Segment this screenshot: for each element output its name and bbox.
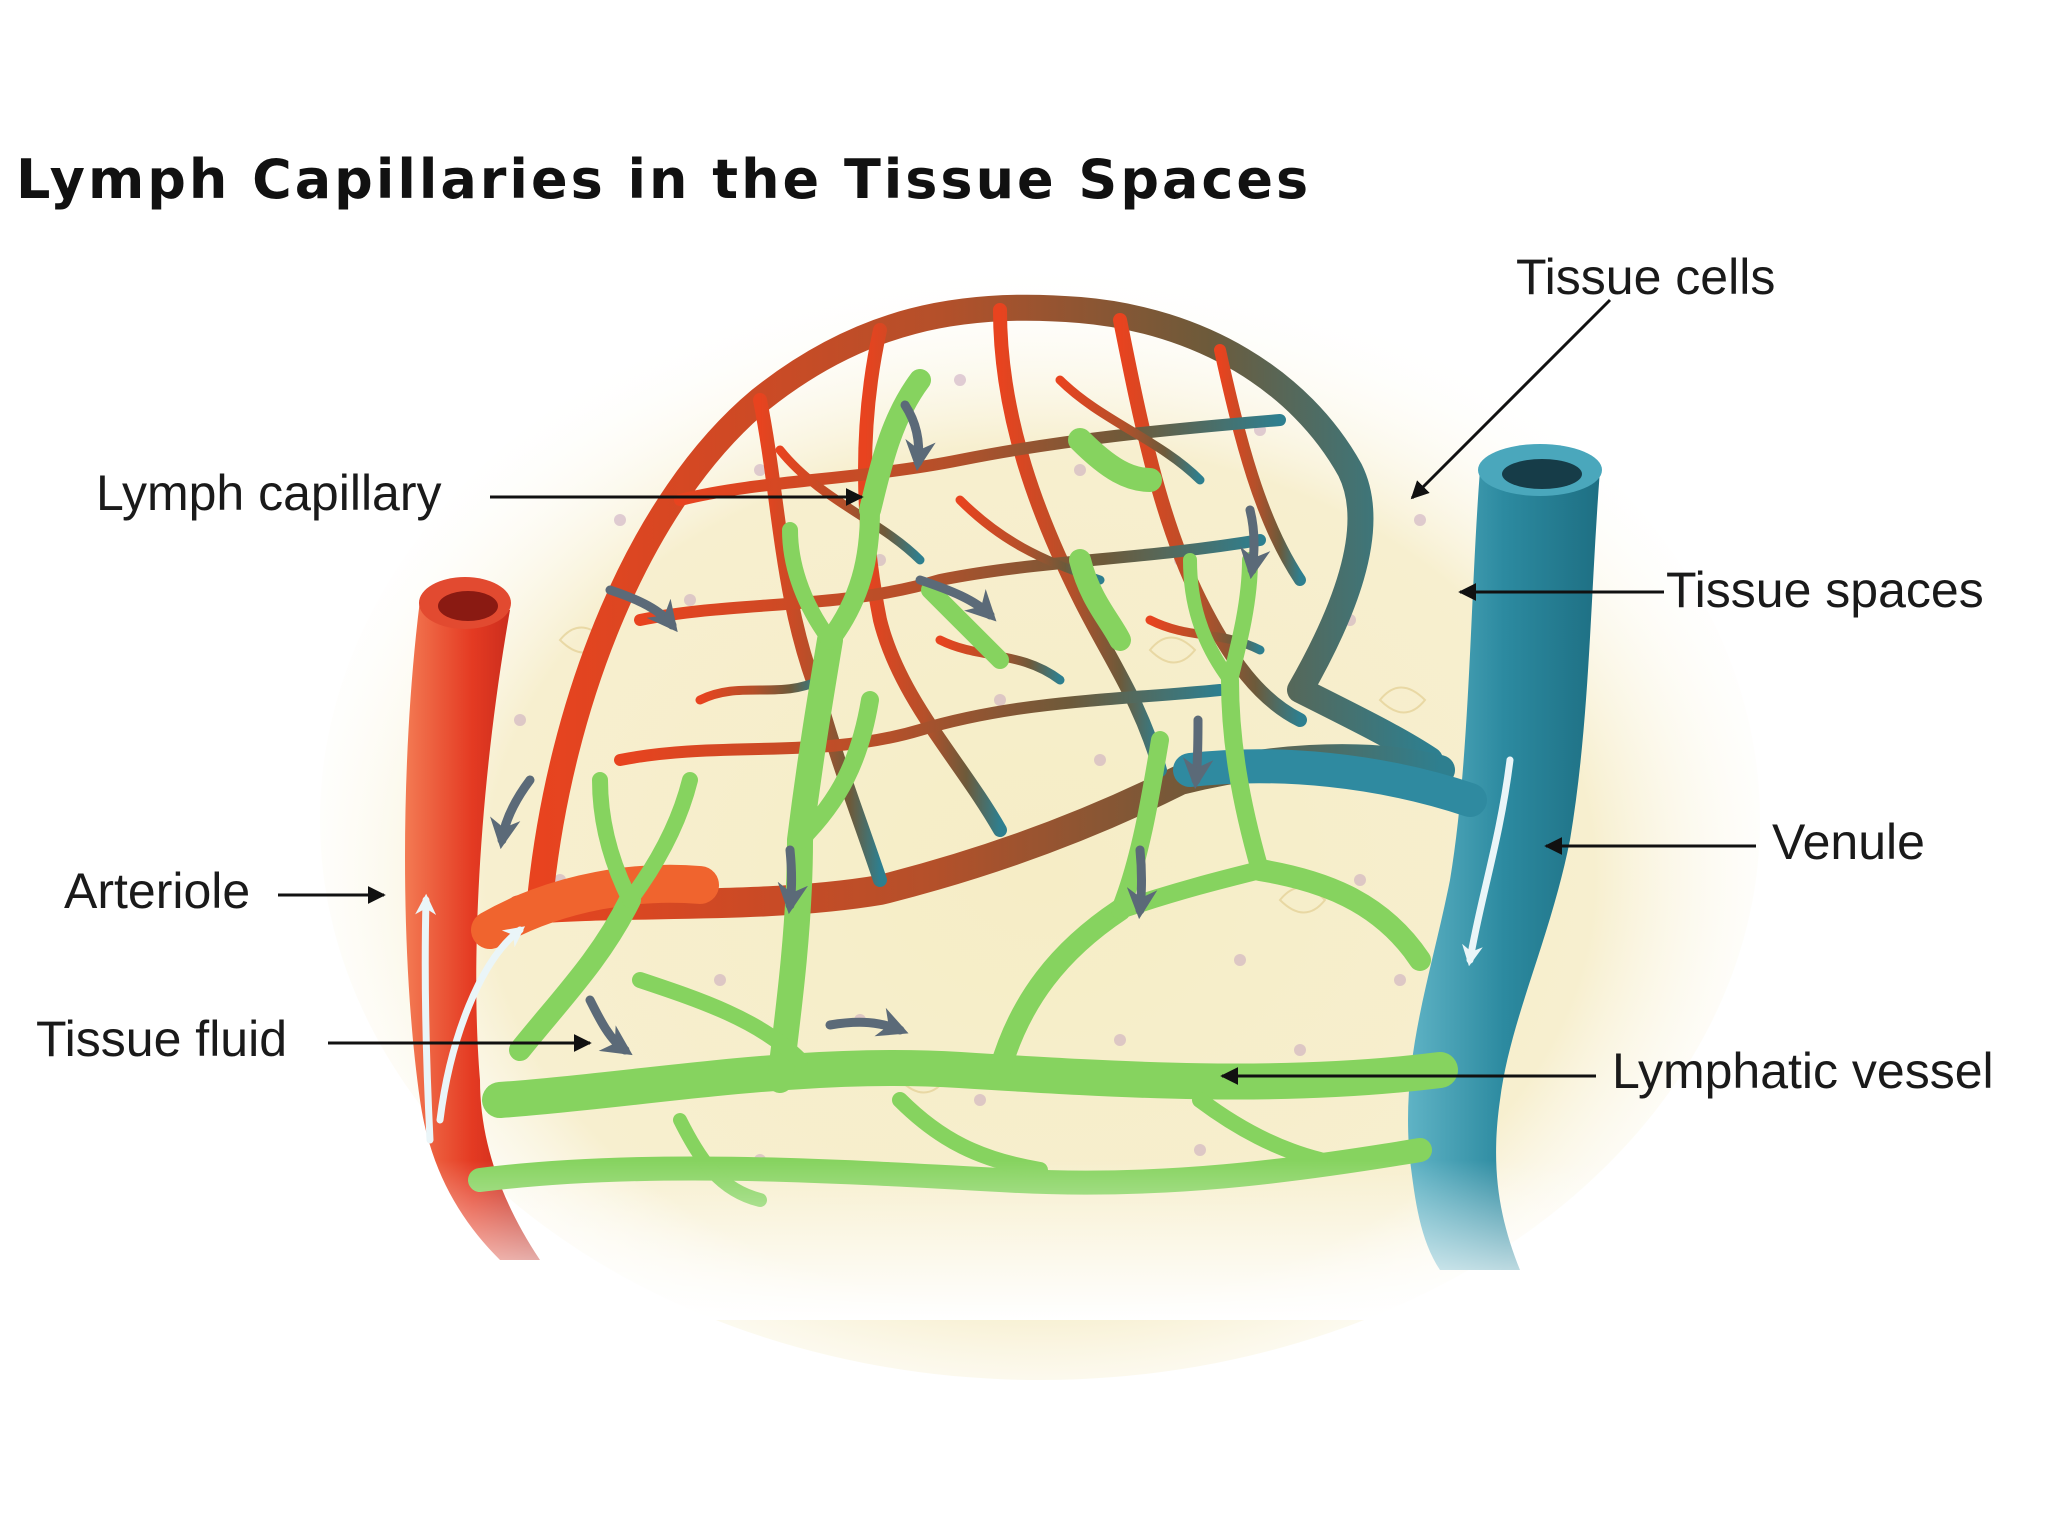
label-lymphatic-vessel: Lymphatic vessel [1612,1043,1994,1099]
lymph-flow-arrows [490,400,1271,1056]
diagram-title: Lymph Capillaries in the Tissue Spaces [16,148,1312,211]
blood-flow-arrows [415,756,1514,1144]
label-tissue-spaces: Tissue spaces [1666,562,1984,618]
arteriole [405,577,719,1260]
label-tissue-fluid: Tissue fluid [36,1011,288,1067]
label-lymph-capillary: Lymph capillary [96,465,442,521]
bottom-fade [300,1160,1700,1320]
label-arteriole: Arteriole [64,863,251,919]
label-tissue-cells: Tissue cells [1516,249,1776,305]
label-venule: Venule [1772,814,1925,870]
label-leader-lines [278,298,1756,1085]
